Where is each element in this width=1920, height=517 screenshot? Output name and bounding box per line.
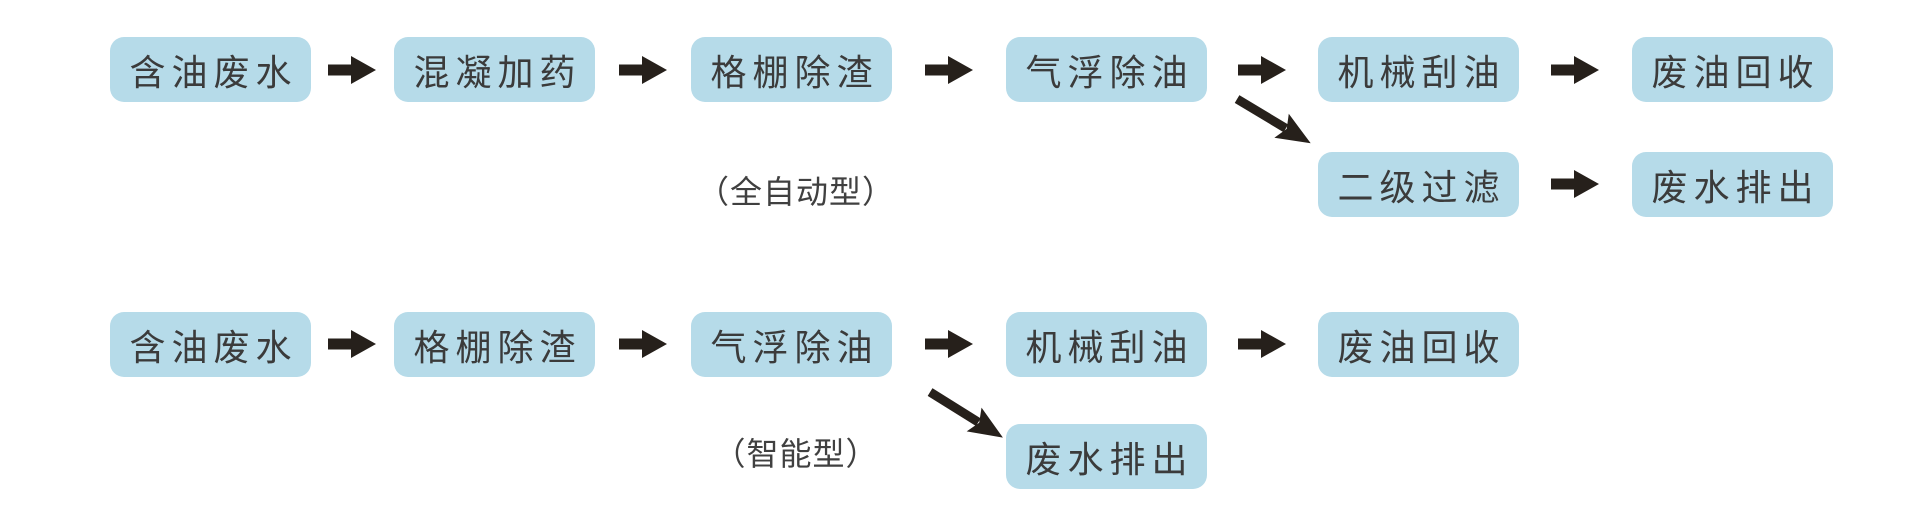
arrow-branch-diagonal-icon [1229, 86, 1318, 156]
arrow-right-icon [1238, 330, 1286, 358]
flow-step-box: 废水排出 [1006, 424, 1207, 489]
arrow-right-icon [328, 330, 376, 358]
flow-step-box: 含油废水 [110, 312, 311, 377]
flow-type-label: （全自动型） [696, 173, 895, 211]
flow-step-box: 二级过滤 [1318, 152, 1519, 217]
arrow-right-icon [925, 56, 973, 84]
flow-step-box: 机械刮油 [1006, 312, 1207, 377]
arrow-right-icon [1551, 56, 1599, 84]
flow-step-box: 机械刮油 [1318, 37, 1519, 102]
arrow-right-icon [619, 56, 667, 84]
flow-step-box: 废油回收 [1318, 312, 1519, 377]
flow-step-box: 废水排出 [1632, 152, 1833, 217]
flow-step-box: 混凝加药 [394, 37, 595, 102]
flow-step-box: 含油废水 [110, 37, 311, 102]
arrow-right-icon [925, 330, 973, 358]
flow-step-box: 气浮除油 [691, 312, 892, 377]
arrow-right-icon [619, 330, 667, 358]
arrow-right-icon [1551, 170, 1599, 198]
flow-step-box: 格棚除渣 [691, 37, 892, 102]
flow-step-box: 气浮除油 [1006, 37, 1207, 102]
arrow-right-icon [1238, 56, 1286, 84]
arrow-right-icon [328, 56, 376, 84]
flow-step-box: 格棚除渣 [394, 312, 595, 377]
flow-type-label: （智能型） [713, 435, 879, 473]
arrow-branch-diagonal-icon [922, 379, 1011, 450]
flow-step-box: 废油回收 [1632, 37, 1833, 102]
